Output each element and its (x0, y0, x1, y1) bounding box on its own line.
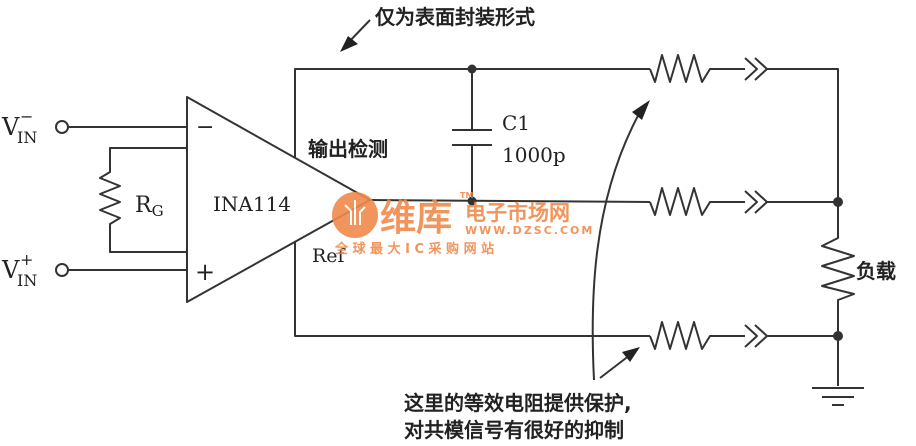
ref-wire (294, 242, 650, 337)
rg-label: RG (135, 193, 164, 220)
ground-icon (812, 387, 864, 406)
ina114-amplifier (186, 96, 371, 303)
load-label: 负载 (856, 259, 896, 283)
vin-plus-label: V (1, 256, 20, 284)
svg-text:WWW.DZSC.COM: WWW.DZSC.COM (465, 224, 594, 237)
vin-plus-sup: + (20, 250, 33, 269)
series-resistor-top (649, 54, 839, 202)
ref-label: Ref (312, 245, 347, 267)
svg-text:维库: 维库 (380, 198, 452, 239)
vin-minus-sub: IN (17, 128, 37, 147)
svg-text:TM: TM (460, 191, 473, 200)
c1-label: C1 (502, 111, 530, 135)
minus-pin-label: − (196, 115, 214, 140)
vin-minus-terminal (55, 120, 187, 134)
vin-plus-sub: IN (17, 271, 37, 290)
plus-pin-label: + (195, 258, 215, 286)
note-arc-arrow (591, 100, 650, 381)
output-wire (369, 199, 651, 203)
rg-resistor (99, 147, 187, 253)
svg-text:全 球 最 大 I C 采 购 网 站: 全 球 最 大 I C 采 购 网 站 (334, 241, 494, 257)
series-resistor-bottom (649, 321, 843, 350)
c1-capacitor (452, 64, 492, 206)
amp-label: INA114 (213, 192, 291, 216)
bottom-note-line1: 这里的等效电阻提供保护, (404, 391, 632, 415)
vin-minus-label: V (1, 113, 20, 141)
note-arrow-top (340, 19, 371, 52)
sense-wire (294, 68, 650, 158)
dzsc-watermark-logo: 维库 TM 电子市场网 WWW.DZSC.COM 全 球 最 大 I C 采 购… (332, 191, 594, 257)
bottom-note-line2: 对共模信号有很好的抑制 (404, 418, 624, 442)
vin-minus-sup: − (20, 107, 33, 126)
vin-plus-terminal (55, 263, 187, 277)
svg-text:电子市场网: 电子市场网 (465, 201, 570, 225)
series-resistor-middle (649, 187, 843, 216)
top-note: 仅为表面封装形式 (375, 5, 535, 29)
sense-label: 输出检测 (308, 137, 388, 161)
c1-value: 1000p (502, 143, 566, 167)
load-resistor (821, 202, 855, 386)
